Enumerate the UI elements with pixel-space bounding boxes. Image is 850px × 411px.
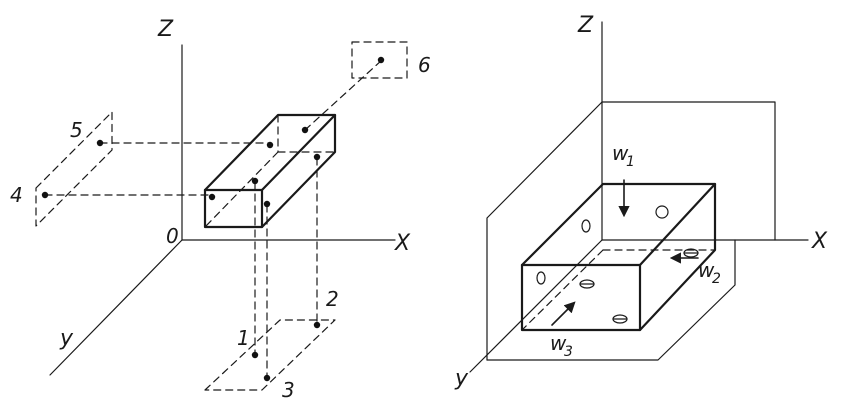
back-wall	[601, 101, 776, 241]
label-4: 4	[10, 183, 23, 207]
left-z-label: Z	[157, 17, 174, 42]
plane-4-5	[35, 111, 113, 227]
label-1: 1	[237, 326, 250, 350]
point-4	[41, 191, 49, 199]
left-x-label: X	[394, 231, 411, 256]
left-box	[203, 113, 337, 229]
left-origin-label: 0	[166, 224, 179, 248]
right-figure: Z X y w 1 w 2 w 3	[454, 13, 828, 391]
label-6: 6	[418, 53, 431, 77]
right-y-label: y	[454, 366, 469, 391]
plane-6	[351, 41, 408, 79]
left-y-label: y	[59, 326, 74, 351]
box-point	[313, 153, 321, 161]
force-arrow-w3	[551, 301, 576, 326]
box-point	[301, 126, 309, 134]
plane-1-2-3	[204, 319, 336, 391]
w1-label: w	[612, 141, 629, 165]
box-point	[251, 177, 259, 185]
label-3: 3	[282, 378, 295, 402]
label-5: 5	[70, 118, 83, 142]
w3-subscript: 3	[564, 344, 573, 360]
w1-subscript: 1	[626, 154, 635, 170]
right-x-label: X	[811, 229, 828, 254]
point-5	[96, 139, 104, 147]
right-box	[520, 182, 717, 332]
right-z-label: Z	[577, 13, 594, 38]
box-point	[208, 193, 216, 201]
w2-label: w	[698, 258, 715, 282]
left-figure: Z X y 0 1 2 3 4 5 6	[10, 17, 431, 402]
label-2: 2	[326, 287, 339, 311]
point-1	[251, 351, 259, 359]
left-y-axis	[49, 239, 183, 376]
contact-marks	[536, 205, 699, 324]
w3-label: w	[550, 331, 567, 355]
w2-subscript: 2	[712, 271, 721, 287]
box-point	[263, 200, 271, 208]
right-y-axis	[469, 239, 603, 373]
floor-plane	[486, 239, 736, 361]
point-3	[263, 374, 271, 382]
point-2	[313, 321, 321, 329]
proj-line-6	[304, 59, 383, 131]
box-point	[266, 141, 274, 149]
point-6	[377, 56, 385, 64]
side-wall	[486, 101, 603, 361]
